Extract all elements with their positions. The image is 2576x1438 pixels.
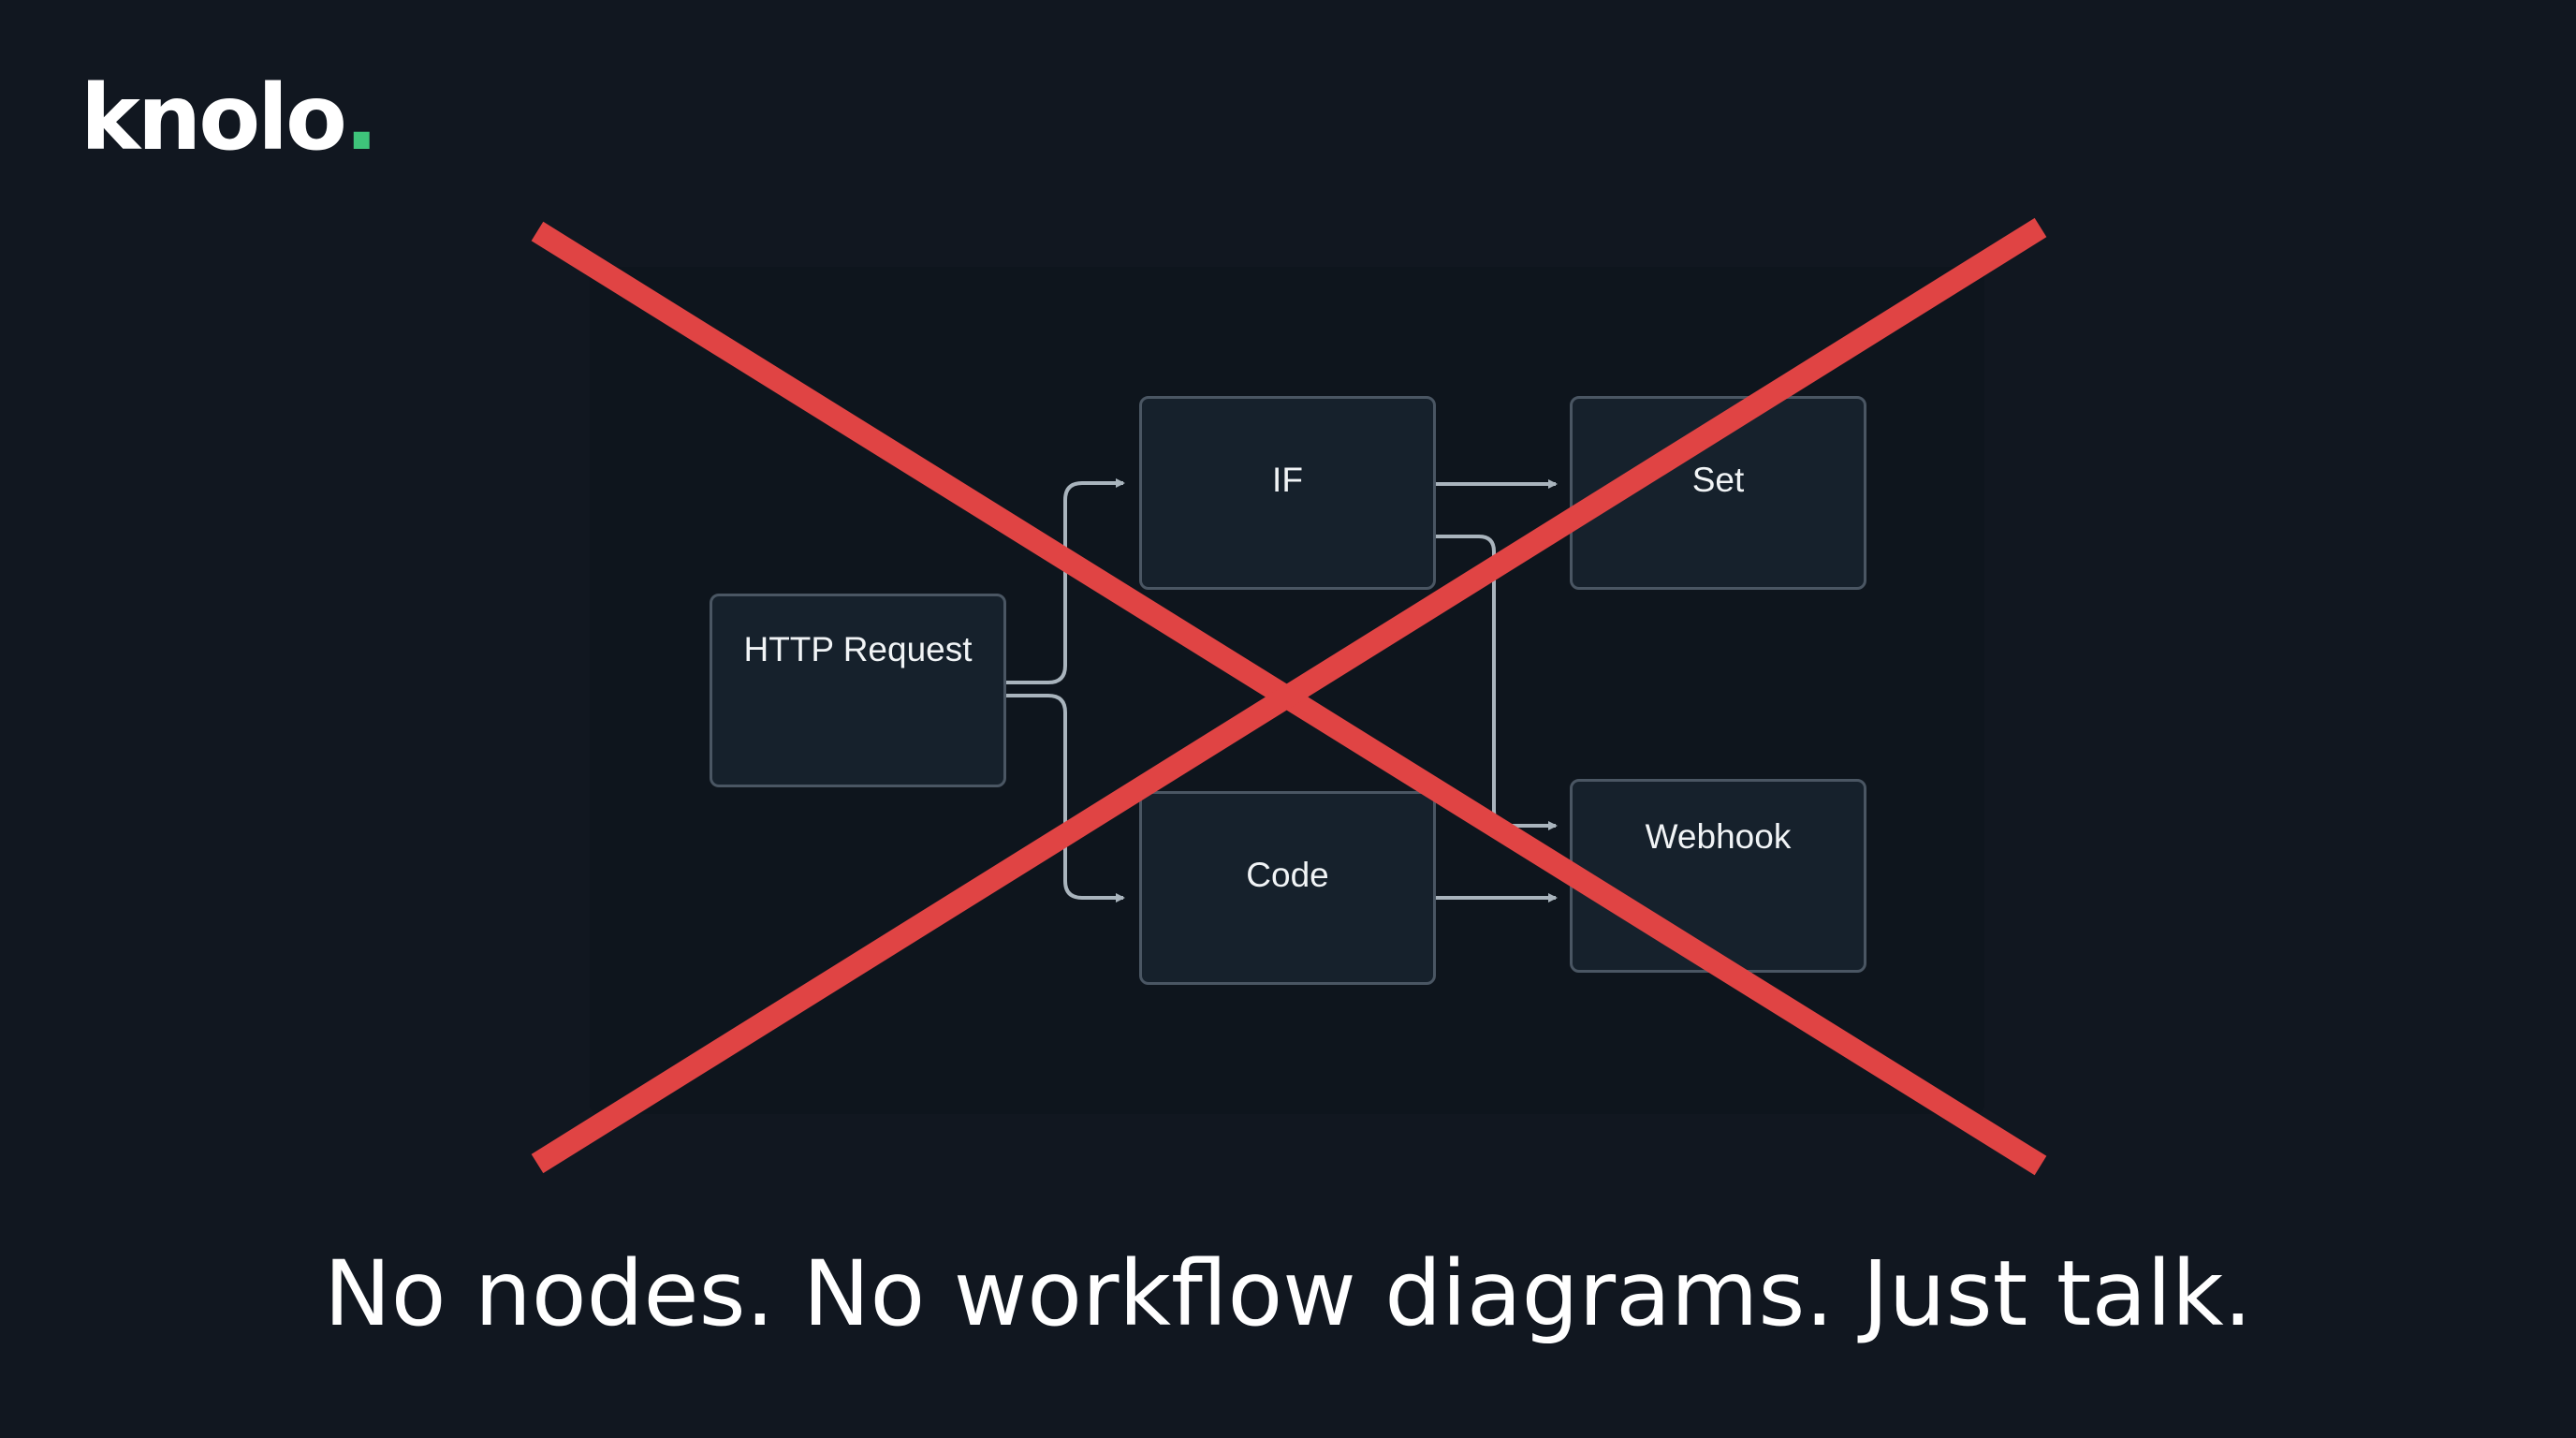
- node-http-request[interactable]: HTTP Request: [710, 594, 1006, 787]
- node-code-label: Code: [1246, 856, 1329, 894]
- node-webhook[interactable]: Webhook: [1570, 779, 1866, 973]
- edge-http-to-if: [1005, 478, 1125, 684]
- node-code[interactable]: Code: [1139, 791, 1436, 985]
- tagline: No nodes. No workflow diagrams. Just tal…: [323, 1241, 2253, 1346]
- brand-logo: knolo.: [80, 73, 379, 163]
- cross-line-2: [531, 217, 2047, 1174]
- edge-http-to-code: [1005, 694, 1125, 902]
- node-if-label: IF: [1272, 461, 1303, 499]
- node-webhook-label: Webhook: [1645, 817, 1792, 856]
- node-http-request-label: HTTP Request: [743, 630, 973, 668]
- brand-dot: .: [344, 66, 379, 170]
- brand-name: knolo: [80, 66, 347, 170]
- node-if[interactable]: IF: [1139, 396, 1436, 590]
- node-set-label: Set: [1691, 461, 1745, 499]
